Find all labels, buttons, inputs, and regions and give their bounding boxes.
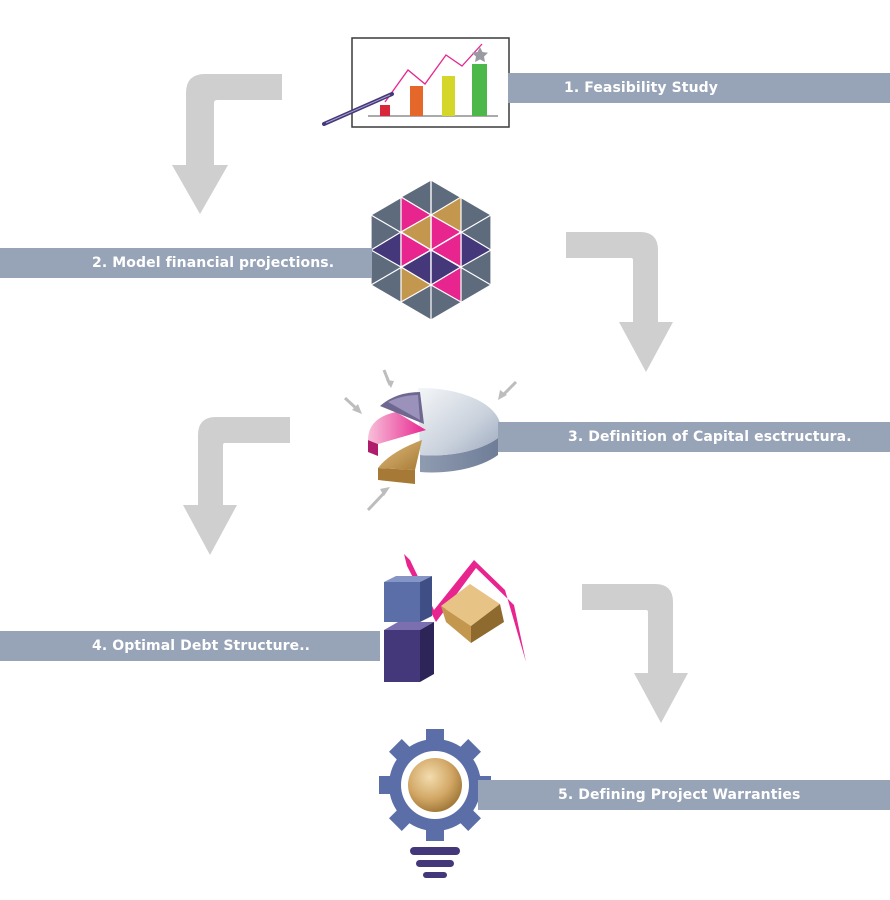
stacked-cubes-icon: [384, 554, 526, 682]
step-3-label: 3. Definition of Capital esctructura.: [568, 429, 852, 445]
gear-lightbulb-icon: [379, 729, 491, 878]
bar-chart-board-icon: [322, 37, 510, 128]
flow-arrow-3: [183, 417, 290, 555]
step-5-banner: 5. Defining Project Warranties: [478, 780, 890, 810]
step-1-label: 1. Feasibility Study: [564, 80, 719, 96]
step-4-banner: 4. Optimal Debt Structure..: [0, 631, 380, 661]
pie-chart-icon: [343, 369, 518, 512]
flow-arrow-4: [582, 584, 688, 723]
step-2-banner: 2. Model financial projections.: [0, 248, 372, 278]
step-3-banner: 3. Definition of Capital esctructura.: [498, 422, 890, 452]
flow-arrow-1: [172, 74, 282, 214]
step-4-label: 4. Optimal Debt Structure..: [92, 638, 311, 654]
step-1-banner: 1. Feasibility Study: [508, 73, 890, 103]
hexagon-mosaic-icon: [369, 178, 493, 321]
step-5-label: 5. Defining Project Warranties: [558, 787, 801, 803]
step-2-label: 2. Model financial projections.: [92, 255, 335, 271]
flow-arrow-2: [566, 232, 673, 372]
